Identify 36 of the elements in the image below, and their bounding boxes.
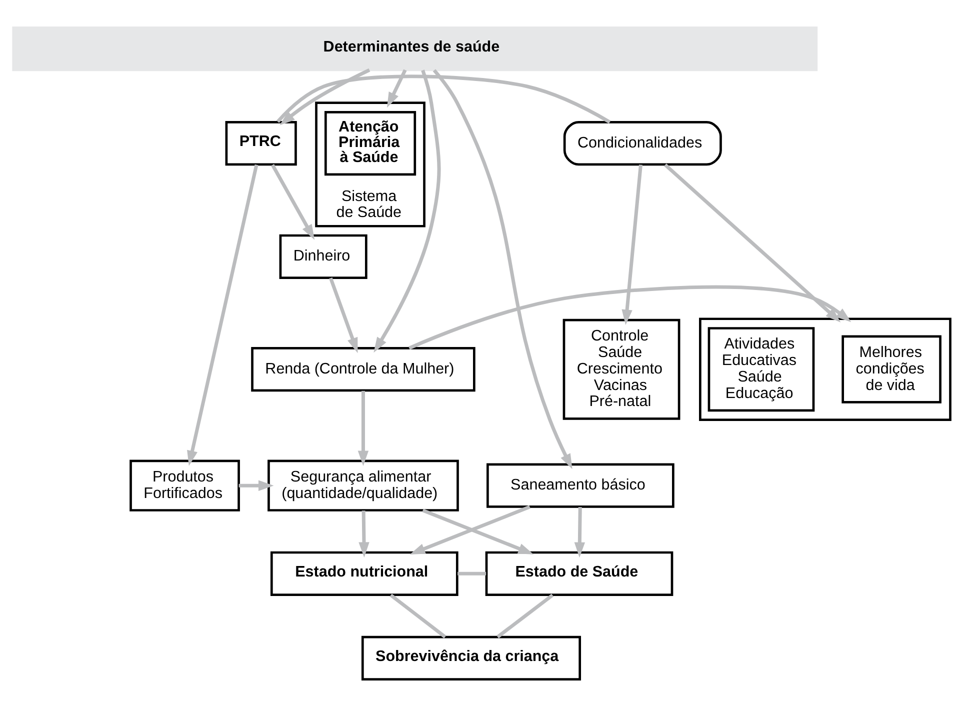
arrow [410, 505, 530, 554]
node-box: Melhores condições de vida [842, 335, 942, 404]
connector [496, 594, 554, 638]
node-box: Segurança alimentar (quantidade/qualidade) [268, 460, 459, 512]
arrow [238, 480, 274, 491]
arrow [387, 69, 407, 108]
node-box: Sobrevivência da criança [361, 636, 582, 680]
connector [390, 594, 446, 638]
arrow [622, 164, 642, 325]
arrow [187, 164, 258, 466]
connector [276, 74, 611, 124]
arrow [328, 277, 358, 354]
node-box: Controle Saúde Crescimento Vacinas Pré-natal [562, 318, 680, 420]
arrow [422, 508, 534, 554]
node-box: Produtos Fortificados [130, 460, 240, 512]
arrow [374, 70, 441, 353]
arrow [358, 510, 370, 558]
arrow [358, 390, 369, 466]
arrow [574, 507, 586, 558]
cluster [699, 318, 952, 421]
node-box: Saneamento básico [486, 463, 674, 508]
node-box: Renda (Controle da Mulher) [251, 347, 476, 392]
node-box: Condicionalidades [563, 121, 722, 166]
connector [458, 572, 486, 576]
node-box: Determinantes de saúde [12, 26, 818, 72]
node-box: Atividades Educativas Saúde Educação [708, 327, 815, 412]
node-box: Estado nutricional [270, 551, 458, 596]
node-box: Atenção Primária à Saúde [324, 111, 416, 176]
arrow [664, 163, 841, 322]
node-box: Estado de Saúde [485, 551, 674, 596]
arrow [280, 68, 370, 126]
node-box: Dinheiro [279, 234, 368, 279]
arrow [270, 164, 315, 240]
arrow [408, 285, 852, 350]
arrow [432, 69, 572, 470]
node-box: PTRC [225, 121, 297, 166]
